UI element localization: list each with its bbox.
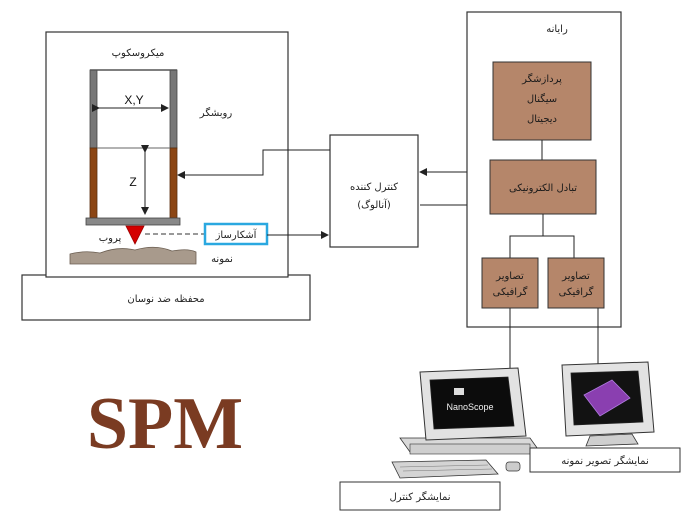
graphics1-label-line1: تصاویر (495, 271, 524, 282)
electronic-exchange-box[interactable]: تبادل الکترونیکی (489, 159, 597, 215)
dsp-label-line1: پردازشگر (521, 73, 562, 85)
computer-label: رایانه (546, 24, 568, 35)
graphics2-label-line2: گرافیکی (559, 286, 594, 298)
control-workstation-icon: NanoScope (391, 367, 541, 479)
dsp-label-line3: دیجیتال (527, 114, 557, 125)
electronic-exchange-label: تبادل الکترونیکی (509, 183, 577, 194)
detector-label: آشکارساز (215, 228, 258, 241)
spm-title: SPM (87, 383, 243, 465)
xy-axis-label: X,Y (124, 93, 143, 107)
computer-enclosure: رایانه پردازشگر سیگنال دیجیتال تبادل الک… (466, 11, 622, 328)
controller-box[interactable]: کنترل کننده (آنالوگ) (329, 134, 419, 248)
controller-label-line2: (آنالوگ) (357, 198, 391, 211)
exchange-to-graphics2-line (543, 235, 575, 258)
scanner-label: روبشگر (199, 107, 233, 119)
sample-label: نمونه (211, 254, 233, 265)
control-monitor-label: نمایشگر کنترل (389, 491, 450, 503)
sample-surface (69, 246, 197, 265)
controller-to-scanner-arrow (177, 149, 330, 179)
probe-label: پروب (99, 233, 122, 244)
dsp-box[interactable]: پردازشگر سیگنال دیجیتال (492, 61, 592, 141)
vibration-isolation-base: محفظه ضد نوسان (21, 274, 311, 321)
sample-monitor-icon (561, 361, 655, 447)
graphics1-label-line2: گرافیکی (493, 286, 528, 298)
sample-image-icon (583, 379, 631, 417)
sample-monitor-label: نمایشگر تصویر نمونه (561, 455, 649, 467)
controller-label-line1: کنترل کننده (350, 182, 398, 193)
microscope-enclosure: میکروسکوپ روبشگر X,Y Z پروب نمونه آشکارس… (45, 31, 289, 278)
probe-tip (125, 225, 145, 245)
z-axis-label: Z (129, 175, 136, 189)
mouse-icon (505, 461, 521, 472)
microscope-label: میکروسکوپ (112, 48, 165, 59)
detector-box (203, 222, 269, 246)
control-monitor-label-box: نمایشگر کنترل (339, 481, 501, 511)
keyboard-icon (391, 459, 499, 479)
graphics2-label-line1: تصاویر (561, 271, 590, 282)
exchange-to-graphics1-line (509, 214, 544, 258)
vibration-isolation-label: محفظه ضد نوسان (127, 294, 204, 305)
dsp-label-line2: سیگنال (527, 93, 557, 105)
sample-monitor-label-box: نمایشگر تصویر نمونه (529, 447, 681, 473)
graphics-box-2[interactable]: تصاویر گرافیکی (547, 257, 605, 309)
control-monitor-screen (429, 376, 515, 430)
graphics-box-1[interactable]: تصاویر گرافیکی (481, 257, 539, 309)
nanoscope-text: NanoScope (446, 402, 493, 412)
